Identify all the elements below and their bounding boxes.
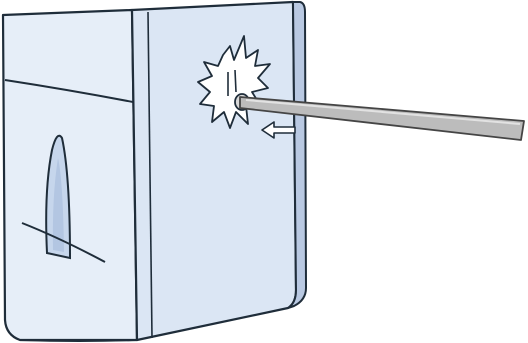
cabinet-side-panel: [132, 2, 296, 340]
cabinet-front-face: [3, 10, 137, 340]
burst-detail-mark-2: [235, 70, 236, 92]
cabinet-bottom-edge: [20, 340, 137, 341]
